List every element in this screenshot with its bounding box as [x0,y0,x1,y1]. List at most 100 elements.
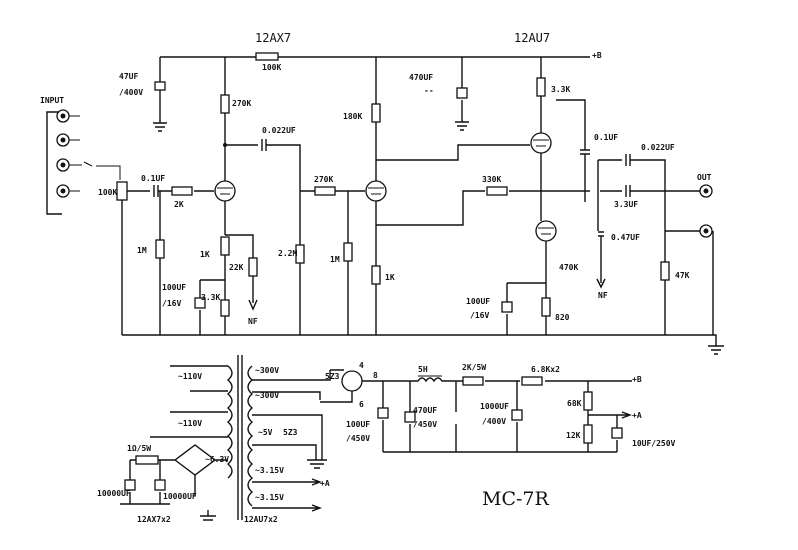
label-2k: 2K [174,200,184,209]
label-sec-5z3: 5Z3 [283,428,298,437]
label-plus-b: +B [632,375,642,384]
capacitor-470uf-450 [404,411,416,423]
label-plus-a: +A [632,411,642,420]
label-1m-a: 1M [137,246,147,255]
label-1000uf-v: /400V [482,417,506,426]
label-1k-b: 1K [385,273,395,282]
label-0022uf-r: 0.022UF [641,143,675,152]
label-33uf: 3.3UF [614,200,638,209]
label-470uf-450-v: /450V [413,420,437,429]
resistor-22k [248,257,258,277]
resistor-180k [371,103,381,123]
capacitor-10000uf-b [154,479,166,491]
label-10000uf-a: 10000UF [97,489,131,498]
label-2k5w: 2K/5W [462,363,486,372]
label-sec-300b: ~300V [255,391,279,400]
tube-v3 [530,132,552,154]
input-label: INPUT [40,96,64,105]
label-33k: 3.3K [201,293,220,302]
capacitor-470uf [456,87,468,99]
label-270k: 270K [232,99,251,108]
label-100k-rail: 100K [262,63,281,72]
label-470k: 470K [559,263,578,272]
label-heater-2: 12AU7x2 [244,515,278,524]
label-sec-315a: ~3.15V [255,466,284,475]
pot-100k [116,181,128,201]
resistor-33k-top [536,77,546,97]
label-sec-315b: ~3.15V [255,493,284,502]
label-nf-a: NF [248,317,258,326]
resistor-270k [220,94,230,114]
label-01uf-r: 0.1UF [594,133,618,142]
label-pin-8: 8 [373,371,378,380]
label-33-top: 3.3K [551,85,570,94]
input-selector-wires [69,115,121,192]
label-1k-a: 1K [200,250,210,259]
label-270k-b: 270K [314,175,333,184]
resistor-2k [171,186,193,196]
label-100uf-a: 100UF [162,283,186,292]
resistor-1ohm [135,455,159,465]
input-bracket [46,111,62,215]
tube-label-12au7: 12AU7 [514,31,550,45]
capacitor-1000uf [511,409,523,421]
label-330k: 330K [482,175,501,184]
capacitor-100uf-a [194,297,206,309]
resistor-12k [583,424,593,444]
label-470uf: 470UF [409,73,433,82]
resistor-1m-b [343,242,353,262]
label-pin-4: 4 [359,361,364,370]
label-choke: 5H [418,365,428,374]
capacitor-10000uf-a [124,479,136,491]
label-100uf-b: 100UF [466,297,490,306]
label-47k: 47K [675,271,690,280]
resistor-47k [660,261,670,281]
ground-bus [122,334,724,355]
label-sec-300a: ~300V [255,366,279,375]
tube-v1 [214,180,236,202]
label-68kx2: 6.8Kx2 [531,365,560,374]
label-mains-1: ~110V [178,372,202,381]
label-10000uf-b: 10000UF [163,492,197,501]
tube-v4 [535,220,557,242]
out-label: OUT [697,173,712,182]
capacitor-100uf-b [501,301,513,313]
label-47uf: 47UF [119,72,138,81]
resistor-33k [220,299,230,317]
label-47uf-v: /400V [119,88,143,97]
capacitor-47uf [154,81,166,91]
label-470uf-450: 470UF [413,406,437,415]
rectifier-5z3 [341,370,363,392]
resistor-330k [486,186,508,196]
transformer-core [237,355,243,520]
label-plus-a-small: +A [320,479,330,488]
label-22k: 22K [229,263,244,272]
label-nf-b: NF [598,291,608,300]
label-pin-6: 6 [359,400,364,409]
resistor-820 [541,297,551,317]
resistor-68kx2 [521,376,543,386]
resistor-270k-b [314,186,336,196]
label-pot-100k: 100K [98,188,117,197]
label-100uf-450-v: /450V [346,434,370,443]
label-100uf-450: 100UF [346,420,370,429]
resistor-100k-rail [255,52,279,61]
capacitor-10uf [611,427,623,439]
label-sec-5v: ~5V [258,428,273,437]
resistor-68k [583,391,593,411]
plus-b-top-label: +B [592,51,602,60]
label-180k: 180K [343,112,362,121]
label-68k: 68K [567,399,582,408]
label-01uf-in: 0.1UF [141,174,165,183]
tube-label-12ax7: 12AX7 [255,31,291,45]
transformer-secondary [247,365,254,507]
transformer-primary [226,365,233,479]
label-rect-5z3: 5Z3 [325,372,340,381]
label-820: 820 [555,313,570,322]
label-12k: 12K [566,431,581,440]
label-047uf: 0.47UF [611,233,640,242]
label-0022uf-mid: 0.022UF [262,126,296,135]
label-470uf-note: -- [424,86,434,95]
label-1000uf: 1000UF [480,402,509,411]
